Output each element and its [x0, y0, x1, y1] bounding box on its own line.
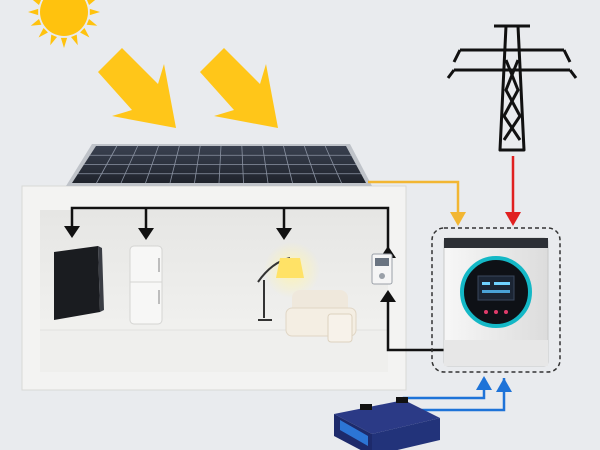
sun-ray: [60, 37, 68, 48]
battery-connection-arrows: [476, 376, 512, 392]
sun-icon: [28, 0, 100, 48]
sun-ray: [89, 8, 100, 16]
sun-ray: [86, 19, 98, 26]
battery-connection: [402, 378, 506, 412]
sunlight-arrow-icon-left: [98, 48, 176, 128]
sunlight-arrow-icon-right: [200, 48, 278, 128]
sun-ray: [32, 0, 42, 5]
sun-ray: [86, 0, 96, 5]
meter-icon: [371, 253, 393, 285]
inverter-icon: [443, 237, 549, 367]
house-cutaway-icon: [21, 185, 407, 391]
tv-icon: [54, 246, 104, 320]
fridge-icon: [129, 245, 163, 325]
solar-panel-icon: [66, 144, 372, 186]
sun-ray: [38, 28, 48, 38]
sun-ray: [71, 34, 78, 46]
sun-ray: [30, 19, 42, 26]
grid-connection: [505, 156, 521, 226]
sun-ray: [80, 28, 90, 38]
sofa-icon: [285, 290, 357, 343]
lamp-icon: [257, 242, 320, 321]
inverter-boundary: [431, 227, 561, 373]
battery-icon: [334, 397, 440, 450]
sun-ray: [28, 8, 39, 16]
sun-ray: [50, 34, 57, 46]
solar-connection: [368, 180, 466, 226]
transmission-tower-icon: [446, 24, 578, 152]
